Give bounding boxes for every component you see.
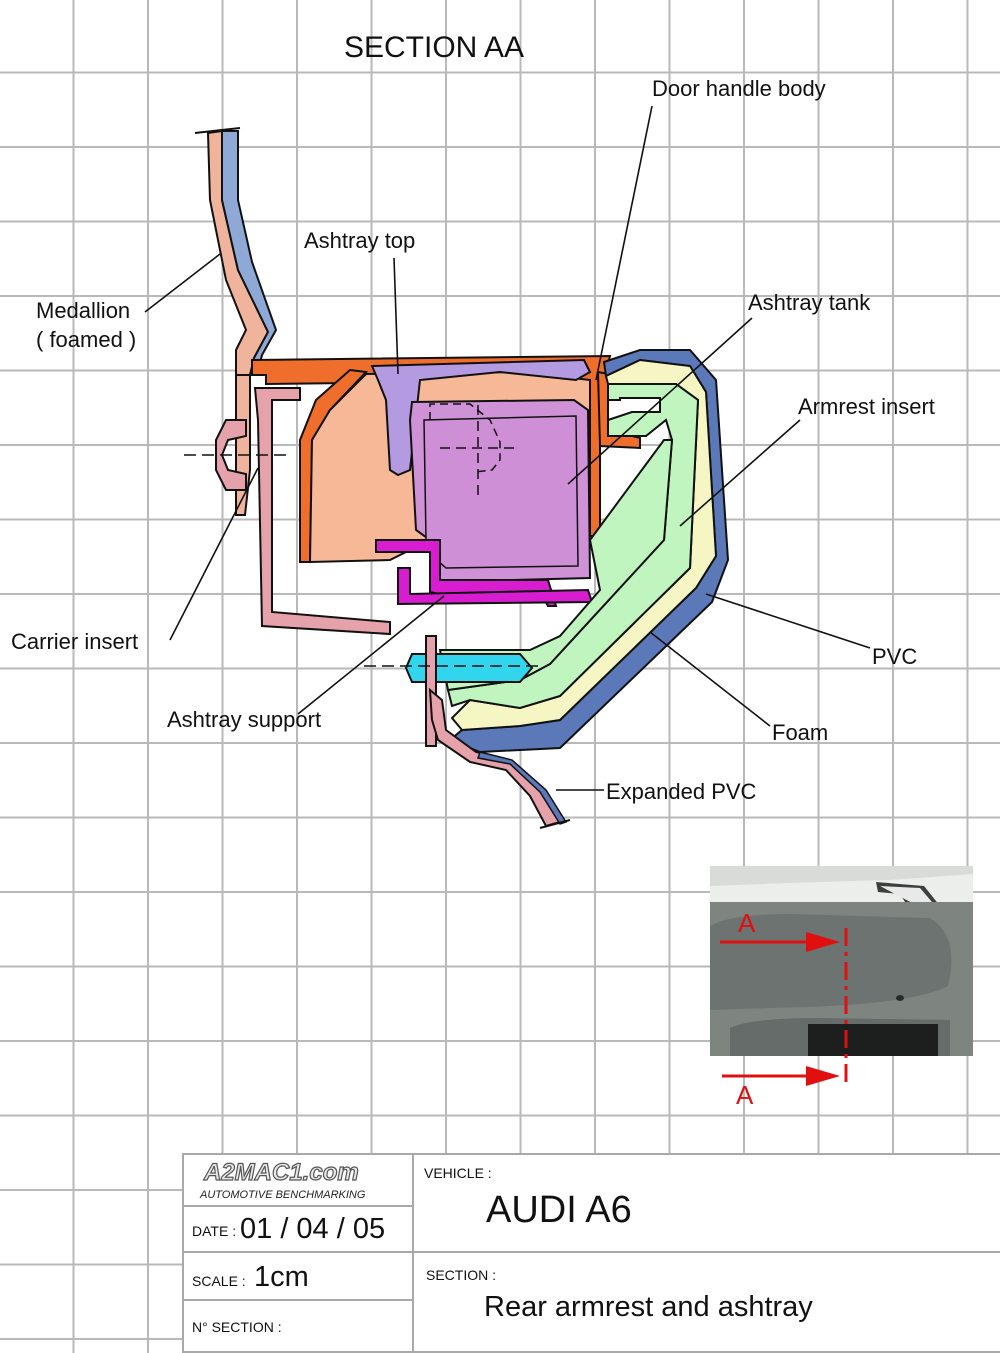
logo-subtitle: AUTOMOTIVE BENCHMARKING [200, 1189, 366, 1201]
scale-value: 1cm [254, 1261, 309, 1293]
ashtray-support-part [375, 539, 594, 607]
date-cell: DATE : 01 / 04 / 05 [182, 1205, 414, 1253]
vehicle-cell: VEHICLE : AUDI A6 [412, 1153, 1000, 1253]
label-armrest-insert: Armrest insert [798, 394, 935, 419]
label-pvc: PVC [872, 644, 918, 669]
label-ashtray-support: Ashtray support [167, 707, 322, 732]
title-block: A2MAC1.com AUTOMOTIVE BENCHMARKING DATE … [182, 1153, 1000, 1353]
vehicle-label: VEHICLE : [424, 1165, 492, 1181]
nsection-label: N° SECTION : [192, 1319, 282, 1335]
label-ashtray-top: Ashtray top [304, 228, 416, 253]
label-door-handle-body: Door handle body [652, 76, 826, 101]
nsection-cell: N° SECTION : [182, 1299, 414, 1353]
logo-cell: A2MAC1.com AUTOMOTIVE BENCHMARKING [182, 1153, 414, 1207]
vehicle-value: AUDI A6 [486, 1189, 632, 1231]
label-medallion-line1: Medallion [36, 298, 131, 323]
carrier-insert-part [215, 374, 391, 636]
date-value: 01 / 04 / 05 [240, 1213, 386, 1245]
leader-lines [144, 105, 871, 791]
label-foam: Foam [772, 720, 829, 745]
lower-panel-part [428, 687, 571, 829]
section-marker-bottom: A [736, 1080, 754, 1110]
section-value: Rear armrest and ashtray [484, 1291, 813, 1323]
label-carrier-insert: Carrier insert [11, 629, 139, 654]
section-title: SECTION AA [344, 31, 525, 64]
section-label: SECTION : [426, 1267, 497, 1283]
section-marker-top: A [738, 908, 756, 938]
date-label: DATE : [192, 1223, 237, 1239]
scale-cell: SCALE : 1cm [182, 1251, 414, 1301]
ashtray-tank-part [408, 398, 592, 584]
label-expanded-pvc: Expanded PVC [606, 779, 757, 804]
a2mac1-logo: A2MAC1.com [203, 1158, 359, 1186]
label-medallion-line2: ( foamed ) [36, 327, 137, 352]
scale-label: SCALE : [192, 1273, 246, 1289]
section-cell: SECTION : Rear armrest and ashtray [412, 1251, 1000, 1353]
label-ashtray-tank: Ashtray tank [748, 290, 871, 315]
